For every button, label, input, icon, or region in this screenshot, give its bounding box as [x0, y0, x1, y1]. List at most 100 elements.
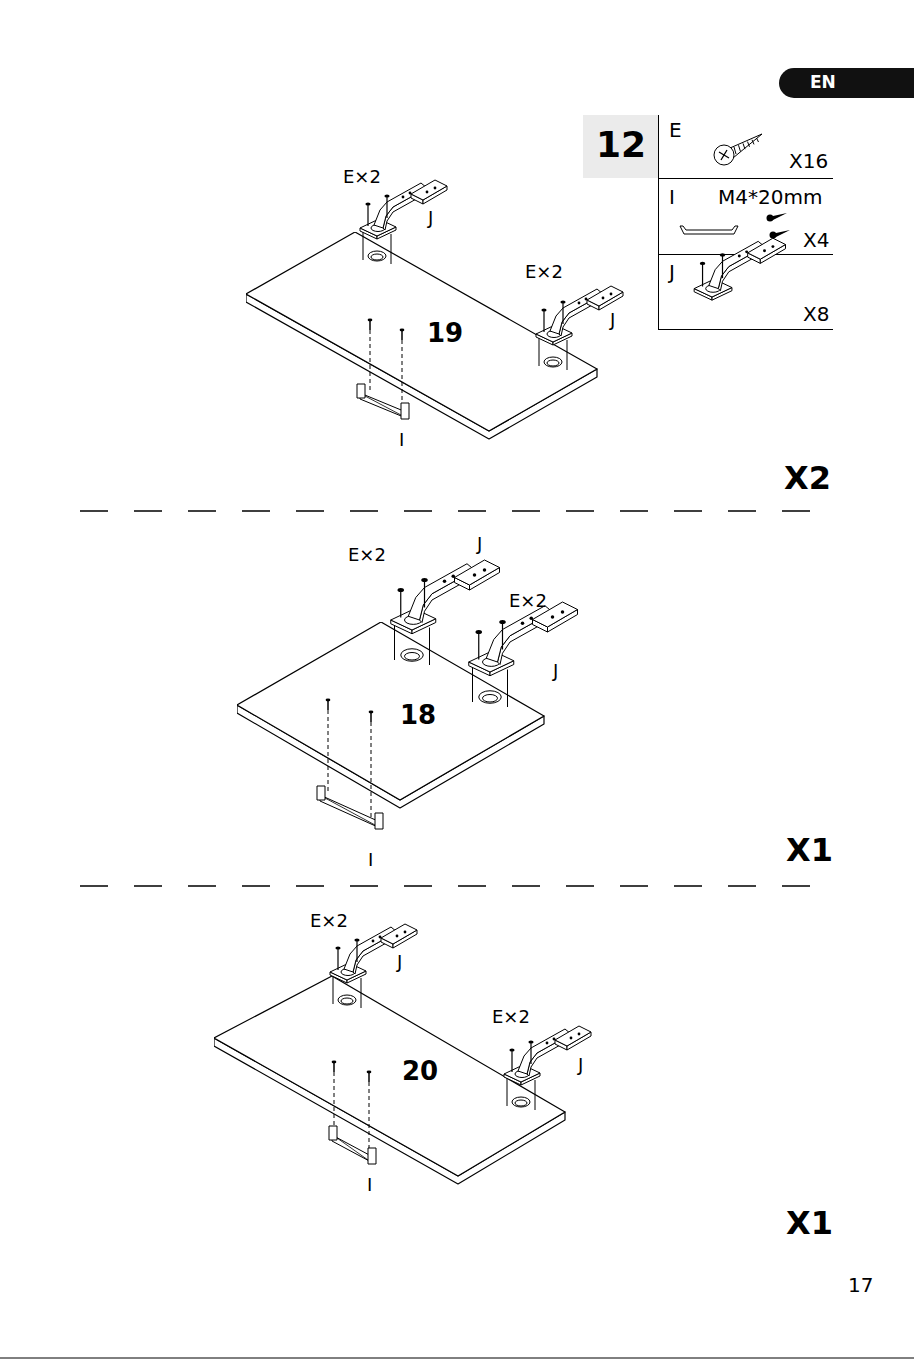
part-text: X4 [803, 230, 829, 250]
parts-table-cell: I M4*20mmX4 [658, 178, 833, 255]
handle-bar [360, 393, 406, 418]
screw-count: E×2 [509, 592, 547, 610]
hinge-dot [551, 615, 555, 619]
handle-line [325, 798, 375, 825]
hinge-arm [353, 932, 397, 974]
separator-line [80, 885, 833, 886]
screw-head [400, 329, 405, 332]
screw-head [770, 232, 777, 239]
hinge-symbol [536, 286, 623, 370]
door-panel: 19 [246, 232, 598, 441]
hinge-plate [330, 972, 347, 983]
guide-line [535, 1080, 536, 1110]
screw-head [367, 1071, 372, 1074]
panel-number: 19 [427, 320, 463, 346]
screw-shaft [722, 255, 723, 278]
hinge-dot [434, 187, 437, 190]
cup-hole [368, 251, 386, 261]
screw-count: E×2 [343, 168, 381, 186]
hinge-cup [371, 225, 385, 232]
screw-head [720, 253, 725, 256]
mounting-plate [533, 620, 548, 633]
quantity-mark: X1 [786, 1207, 833, 1239]
screw-path [371, 722, 372, 820]
guide-line [333, 976, 334, 1004]
hinge-dot [578, 1033, 581, 1036]
guide-line [391, 234, 392, 264]
hinge-dot [738, 255, 741, 258]
handle-bar [332, 1135, 373, 1163]
hinge-plate [536, 325, 572, 342]
hinge-dot [409, 192, 412, 195]
hinge-plate [553, 333, 572, 345]
screw-count: E×2 [492, 1008, 530, 1026]
hinge-arm [518, 1029, 571, 1074]
hinge-arm [420, 570, 475, 623]
handle-bar [320, 795, 380, 828]
mounting-plate [455, 578, 470, 591]
language-badge: EN [779, 68, 914, 98]
hinge-dot [404, 931, 407, 934]
hinge-plate [694, 279, 732, 297]
hinge-plate [694, 289, 712, 301]
parts-table-cell: E X16 [658, 115, 833, 179]
screw-head [332, 1061, 337, 1064]
hinge-plate [536, 334, 553, 345]
panel-face [237, 622, 544, 800]
language-code: EN [810, 74, 836, 91]
panel-number: 20 [402, 1058, 438, 1084]
hinge-arm [559, 294, 603, 336]
part-text: I [669, 187, 675, 207]
hinge-cup [405, 616, 423, 625]
screw-shaft [511, 1050, 512, 1072]
guide-line [363, 232, 364, 260]
panel-face [246, 232, 597, 431]
hinge-plate [469, 651, 514, 672]
mounting-plate [748, 238, 786, 259]
quantity-mark: X2 [784, 462, 831, 494]
screw-head [476, 630, 483, 634]
hinge-arm [344, 927, 397, 972]
screw-shaft [367, 204, 368, 226]
handle-line [365, 396, 401, 415]
hinge-symbol [694, 238, 785, 300]
hinge-plate [412, 619, 436, 634]
hinge-plate [347, 971, 366, 983]
panel-number: 18 [400, 702, 436, 728]
hinge-cup [547, 331, 561, 338]
mounting-plate [381, 938, 393, 948]
screw-head [384, 194, 389, 197]
hinge-plate [391, 620, 412, 634]
hinge-dot [771, 245, 774, 248]
handle-end [357, 384, 365, 398]
screw-path [370, 330, 371, 390]
handle-end [317, 786, 325, 800]
hinge-dot [561, 610, 565, 614]
part-text: J [669, 262, 675, 282]
part-text: E [669, 120, 682, 140]
cup-hole [401, 649, 424, 662]
guide-line [394, 625, 395, 660]
hinge-symbol [504, 1026, 591, 1110]
part-text: X16 [789, 151, 828, 171]
page-border-line [0, 1358, 914, 1359]
part-text: M4*20mm [718, 187, 822, 207]
hinge-plate [360, 228, 377, 239]
part-letter: J [553, 662, 558, 680]
screw-thread [752, 140, 754, 145]
hinge-plate [330, 963, 366, 980]
mounting-plate [760, 245, 785, 264]
cup-hole [479, 691, 502, 704]
mounting-plate [555, 1026, 591, 1046]
screw-shaft [356, 940, 357, 962]
handle-line [337, 1138, 368, 1160]
guide-line [567, 340, 568, 370]
screw-shaft [333, 1062, 335, 1072]
screw-head [528, 1040, 533, 1043]
screw-shaft [530, 1042, 531, 1064]
cup-hole [338, 995, 356, 1005]
mounting-plate [381, 924, 417, 944]
hinge-dot [443, 580, 447, 584]
screw-shaft [368, 1072, 370, 1082]
screw-shaft [562, 302, 563, 324]
